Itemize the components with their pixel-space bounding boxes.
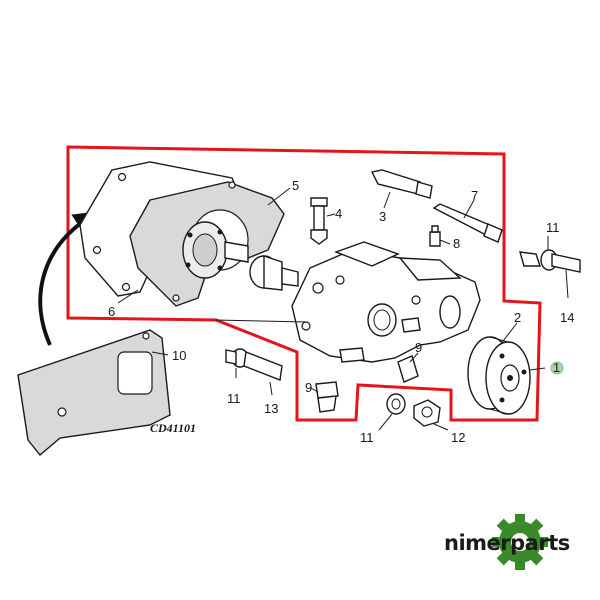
- leader-lines: [117, 187, 569, 431]
- part-10-adapter-plate: [17, 329, 171, 457]
- callout-11-right: 11: [546, 220, 560, 235]
- pump-housing: [291, 241, 481, 363]
- part-4-bolt: [310, 197, 328, 245]
- callout-7: 7: [471, 188, 478, 203]
- brand-logo: nimerparts: [444, 514, 570, 570]
- part-8-fitting: [429, 225, 441, 247]
- impeller-shaft-assembly: [182, 221, 299, 291]
- callout-8: 8: [453, 236, 460, 251]
- highlight-outline: [66, 145, 542, 422]
- brand-text: nimerparts: [444, 531, 570, 555]
- callout-6: 6: [108, 304, 115, 319]
- callout-5: 5: [292, 178, 299, 193]
- part-9-plug-lower: [315, 381, 339, 413]
- drawing-code: CD41101: [150, 421, 196, 435]
- callout-1: 1: [553, 360, 560, 375]
- part-2-pulley: [467, 336, 531, 415]
- callout-9-lower: 9: [305, 380, 312, 395]
- part-7-bolt: [432, 203, 503, 243]
- callout-9-upper: 9: [415, 340, 422, 355]
- part-14-bolt: [519, 249, 581, 273]
- part-3-bolt: [370, 169, 433, 199]
- callout-1-marker: [550, 361, 564, 375]
- part-9-plug-upper: [397, 355, 419, 383]
- callout-2: 2: [514, 310, 521, 325]
- callout-12: 12: [451, 430, 465, 445]
- part-13-bolt: [225, 348, 283, 381]
- callout-4: 4: [335, 206, 342, 221]
- callout-10: 10: [172, 348, 186, 363]
- part-12-nut: [386, 393, 441, 427]
- callout-14: 14: [560, 310, 574, 325]
- assembly-arrow: [38, 211, 98, 346]
- callout-3: 3: [379, 209, 386, 224]
- callout-13: 13: [264, 401, 278, 416]
- callout-11-lower-left: 11: [227, 391, 241, 406]
- callout-11-bottom: 11: [360, 430, 374, 445]
